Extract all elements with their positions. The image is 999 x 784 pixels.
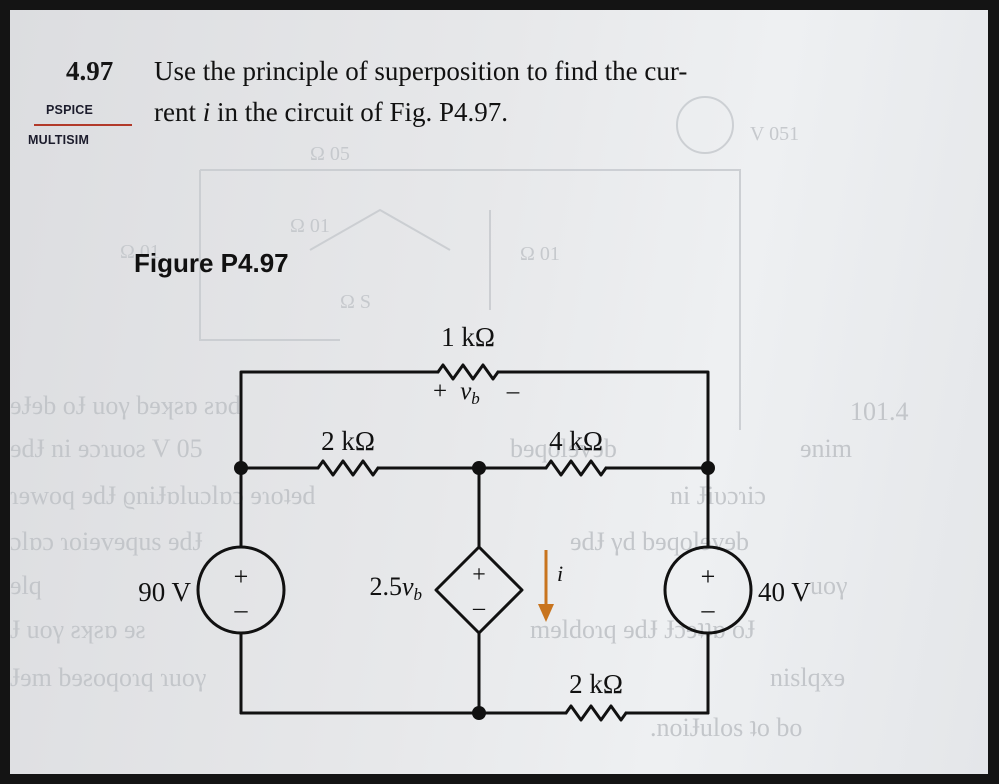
- node-right: [701, 461, 715, 475]
- dependent-source-plus: +: [472, 562, 486, 588]
- label-r-top: 1 kΩ: [441, 322, 495, 352]
- left-source-plus: +: [234, 562, 249, 591]
- voltage-source-right: [663, 545, 753, 635]
- label-dependent-source: 2.5vb: [369, 572, 422, 604]
- node-center: [472, 461, 486, 475]
- label-vb: vb: [460, 378, 480, 408]
- multisim-badge: MULTISIM: [28, 133, 90, 147]
- problem-text-line-1: Use the principle of superposition to fi…: [154, 56, 688, 86]
- label-src-left: 90 V: [138, 577, 191, 607]
- textbook-page: Ω 05 Ω 01 Ω 01 Ω 01 Ω S V 051 ɘɈɘb oɈ uo…: [10, 10, 988, 774]
- dependent-source-minus: –: [472, 595, 486, 621]
- label-vb-plus: +: [433, 378, 447, 405]
- wire-top-left: [239, 370, 440, 458]
- resistor-right: [544, 459, 608, 477]
- resistor-left: [316, 459, 380, 477]
- left-source-minus: –: [234, 595, 249, 624]
- label-current: i: [557, 561, 563, 586]
- label-vb-sub: b: [471, 389, 480, 408]
- badge-divider: [34, 124, 132, 126]
- resistor-top: [436, 363, 500, 381]
- label-r-right: 4 kΩ: [549, 426, 603, 456]
- problem-text-line-2-end: in the circuit of Fig. P4.97.: [210, 97, 508, 127]
- label-vb-var: v: [460, 378, 472, 405]
- circuit-diagram: 1 kΩ + vb – 2 kΩ 4 kΩ 2 kΩ 90 V 40 V 2.5…: [138, 322, 811, 722]
- right-source-plus: +: [701, 562, 716, 591]
- problem-text-line-2: rent i in the circuit of Fig. P4.97.: [154, 97, 508, 128]
- problem-number: 4.97: [66, 56, 114, 86]
- label-dep-sub: b: [414, 585, 423, 604]
- current-arrow-head: [538, 604, 554, 622]
- figure-label: Figure P4.97: [134, 248, 289, 278]
- label-r-bottom: 2 kΩ: [569, 669, 623, 699]
- current-variable-inline: i: [202, 97, 211, 127]
- label-r-left: 2 kΩ: [321, 426, 375, 456]
- label-src-right: 40 V: [758, 577, 811, 607]
- resistor-bottom: [564, 704, 628, 722]
- pspice-badge: PSPICE: [46, 103, 94, 117]
- right-source-minus: –: [701, 595, 716, 624]
- dependent-voltage-source: [434, 545, 524, 635]
- problem-text-line-2-start: rent: [154, 97, 203, 127]
- label-vb-minus: –: [506, 378, 520, 405]
- voltage-source-left: [196, 545, 286, 635]
- label-dep-var: v: [402, 572, 414, 601]
- wire-top-right: [496, 370, 710, 458]
- node-left: [234, 461, 248, 475]
- label-dep-coef: 2.5: [369, 572, 402, 601]
- node-bottom-center: [472, 706, 486, 720]
